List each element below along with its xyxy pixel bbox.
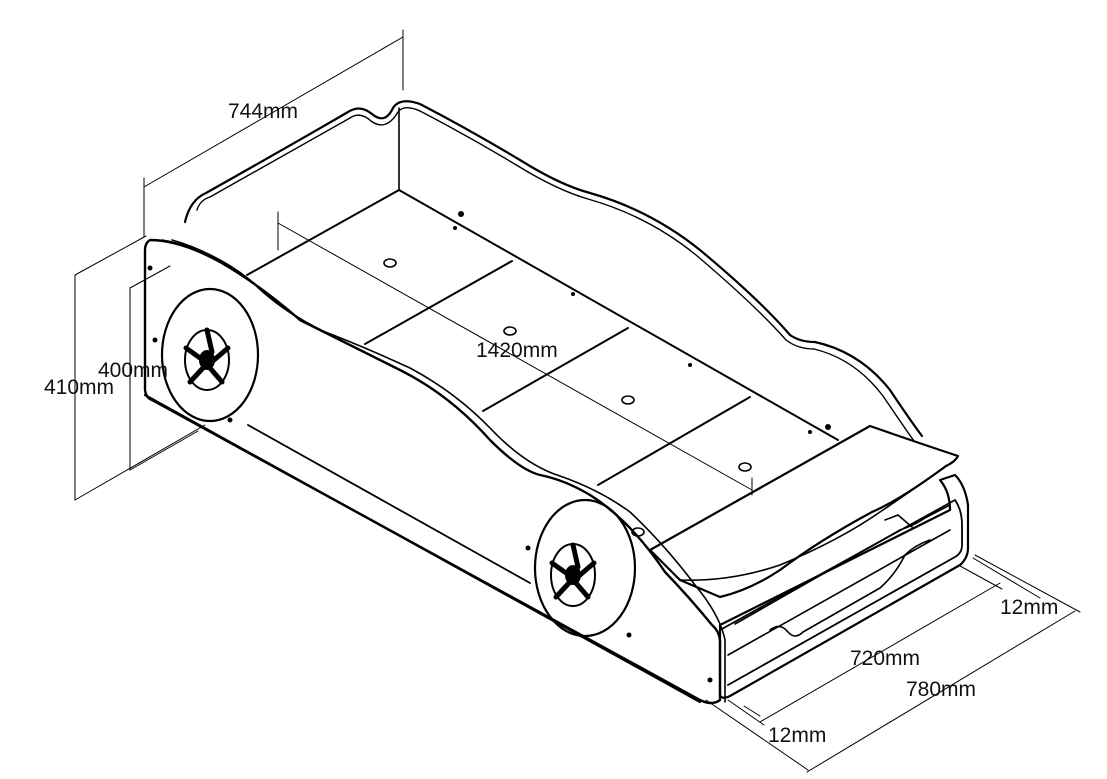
slats (246, 189, 839, 486)
dimension-lines (74, 29, 1081, 773)
far-side-panel (183, 100, 924, 438)
dim-line-720 (759, 582, 1001, 723)
front-bumper (718, 473, 970, 699)
dim-line-1420 (277, 222, 753, 491)
dim-label-length: 1420mm (476, 339, 558, 362)
dim-line-12-right (972, 557, 1041, 599)
dim-label-total-width: 780mm (906, 678, 977, 701)
dim-label-top-width: 744mm (228, 100, 299, 123)
dim-line-780 (806, 610, 1076, 773)
dim-label-thickness-right: 12mm (1000, 596, 1059, 619)
dim-label-inner-height: 400mm (98, 359, 169, 382)
dim-line-12-bottom (705, 699, 809, 771)
rear-wheel (160, 287, 260, 423)
front-hood (648, 424, 960, 599)
dim-line-744 (143, 36, 404, 188)
dim-label-inner-width: 720mm (850, 647, 921, 670)
dim-label-thickness-bottom: 12mm (768, 724, 827, 747)
slat-screws (383, 258, 752, 537)
grille-cutout (769, 539, 931, 637)
front-wheel (533, 498, 637, 638)
panel-dots (147, 211, 831, 683)
front-rim (549, 542, 597, 607)
dim-label-total-height: 410mm (44, 376, 115, 399)
rear-rim (183, 327, 231, 391)
near-side-panel (143, 238, 722, 705)
